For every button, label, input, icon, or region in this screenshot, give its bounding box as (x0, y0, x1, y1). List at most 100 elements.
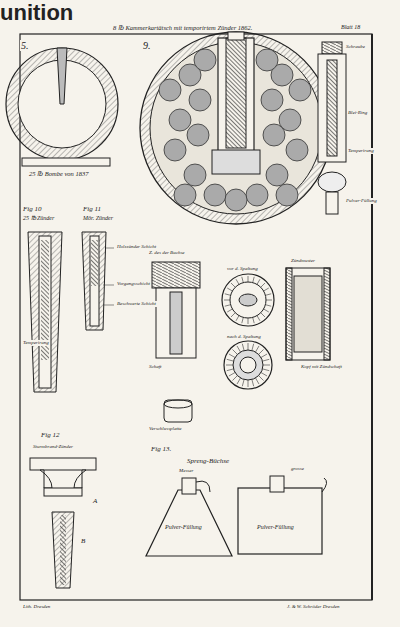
figure-number: Fig 13. (150, 446, 172, 454)
scale-tick (236, 316, 239, 321)
shot-ball (246, 184, 268, 206)
shot-ball (263, 124, 285, 146)
part-label: nach d. Spaltung (226, 334, 262, 340)
scale-tick (253, 317, 255, 323)
part-label: Messer (178, 468, 194, 474)
part-label: Vorgangsschicht (116, 281, 151, 287)
figure-number: 8 ℔ Kammerkartätsch mit temporirtem Zünd… (112, 24, 253, 31)
shot-ball (289, 79, 311, 101)
shot-ball (261, 89, 283, 111)
shot-ball (187, 124, 209, 146)
scale-tick (242, 379, 244, 386)
shot-ball (174, 184, 196, 206)
scale-tick (248, 343, 249, 350)
figure-number: Fig 11 (82, 206, 102, 214)
scale-tick (232, 376, 237, 381)
scale-tick (242, 344, 244, 351)
part-label: Sturmbrand-Zünder (32, 444, 74, 450)
scale-tick (261, 283, 265, 287)
part-label: Lith. Dresden (22, 604, 51, 610)
scale-tick (259, 349, 264, 354)
part-label: J. & W. Schröder Dresden (286, 604, 340, 610)
figure-number: 25 ℔ Zünder (22, 215, 55, 222)
scale-tick (236, 279, 239, 284)
shot-ball (164, 139, 186, 161)
scale-tick (262, 369, 269, 371)
scale-tick (252, 379, 254, 386)
scale-tick (237, 378, 241, 384)
scale-tick (257, 279, 260, 284)
scale-tick (261, 373, 267, 377)
scale-tick (231, 313, 235, 317)
scale-tick (237, 346, 241, 352)
scale-tick (227, 288, 232, 291)
part-label: Temperirung (22, 340, 50, 346)
part-label: Pulver-Füllung (256, 524, 295, 531)
shot-ball (194, 49, 216, 71)
part-label: vor d. Spaltung (226, 266, 259, 272)
scale-tick (265, 305, 271, 307)
part-label: Z. des der Buchse (148, 250, 186, 256)
figure-number: 25 ℔ Bombe von 1837 (28, 170, 89, 177)
scale-tick (263, 365, 270, 366)
scale-tick (248, 276, 249, 282)
scale-tick (265, 294, 271, 296)
part-label: Mör. Zünder (82, 215, 114, 222)
part-label: Beschwerte Schicht (116, 301, 157, 307)
scale-tick (256, 346, 260, 352)
scale-tick (261, 313, 265, 317)
scale-tick (242, 317, 244, 323)
part-label: Holzzünder Schicht (116, 244, 157, 250)
scale-tick (264, 288, 269, 291)
scale-tick (259, 376, 264, 381)
scale-tick (232, 349, 237, 354)
scale-tick (224, 300, 230, 301)
part-label: A (92, 498, 98, 506)
figure-number: 5. (20, 40, 30, 51)
scale-tick (225, 294, 231, 296)
part-label: Verschlussplatte (148, 426, 183, 432)
scale-tick (227, 359, 234, 361)
part-label: Blatt 18 (340, 24, 361, 31)
scale-tick (252, 344, 254, 351)
part-label: Temperirung (347, 148, 375, 154)
scale-tick (227, 369, 234, 371)
scale-tick (229, 373, 235, 377)
scale-tick (253, 277, 255, 283)
part-label: B (80, 538, 86, 546)
part-label: Pulver-Füllung (345, 198, 378, 204)
scale-tick (262, 359, 269, 361)
scale-tick (264, 309, 269, 312)
shot-ball (184, 164, 206, 186)
scale-tick (242, 277, 244, 283)
shot-ball (159, 79, 181, 101)
shot-ball (225, 189, 247, 211)
part-label: grosse (290, 466, 305, 472)
scale-tick (231, 283, 235, 287)
part-label: Spreng-Büchse (186, 458, 230, 466)
scale-tick (225, 305, 231, 307)
shot-ball (189, 89, 211, 111)
scale-tick (248, 380, 249, 387)
part-label: Zündmuster (290, 258, 316, 264)
scale-tick (248, 318, 249, 324)
part-label: Kopf mit Zündschaft (300, 364, 343, 370)
scale-tick (266, 300, 272, 301)
shot-ball (256, 49, 278, 71)
figure-number: Fig 12 (40, 432, 60, 440)
shot-ball (276, 184, 298, 206)
scale-tick (227, 309, 232, 312)
title: unition (0, 2, 73, 24)
shot-ball (204, 184, 226, 206)
part-label: Schraube (345, 44, 366, 50)
scale-tick (229, 354, 235, 358)
part-label: Pulver-Füllung (164, 524, 203, 531)
scale-tick (257, 316, 260, 321)
part-label: Blei-Ring (347, 110, 368, 116)
figure-number: Fig 10 (22, 206, 42, 214)
shot-ball (286, 139, 308, 161)
shot-ball (266, 164, 288, 186)
scale-tick (261, 354, 267, 358)
